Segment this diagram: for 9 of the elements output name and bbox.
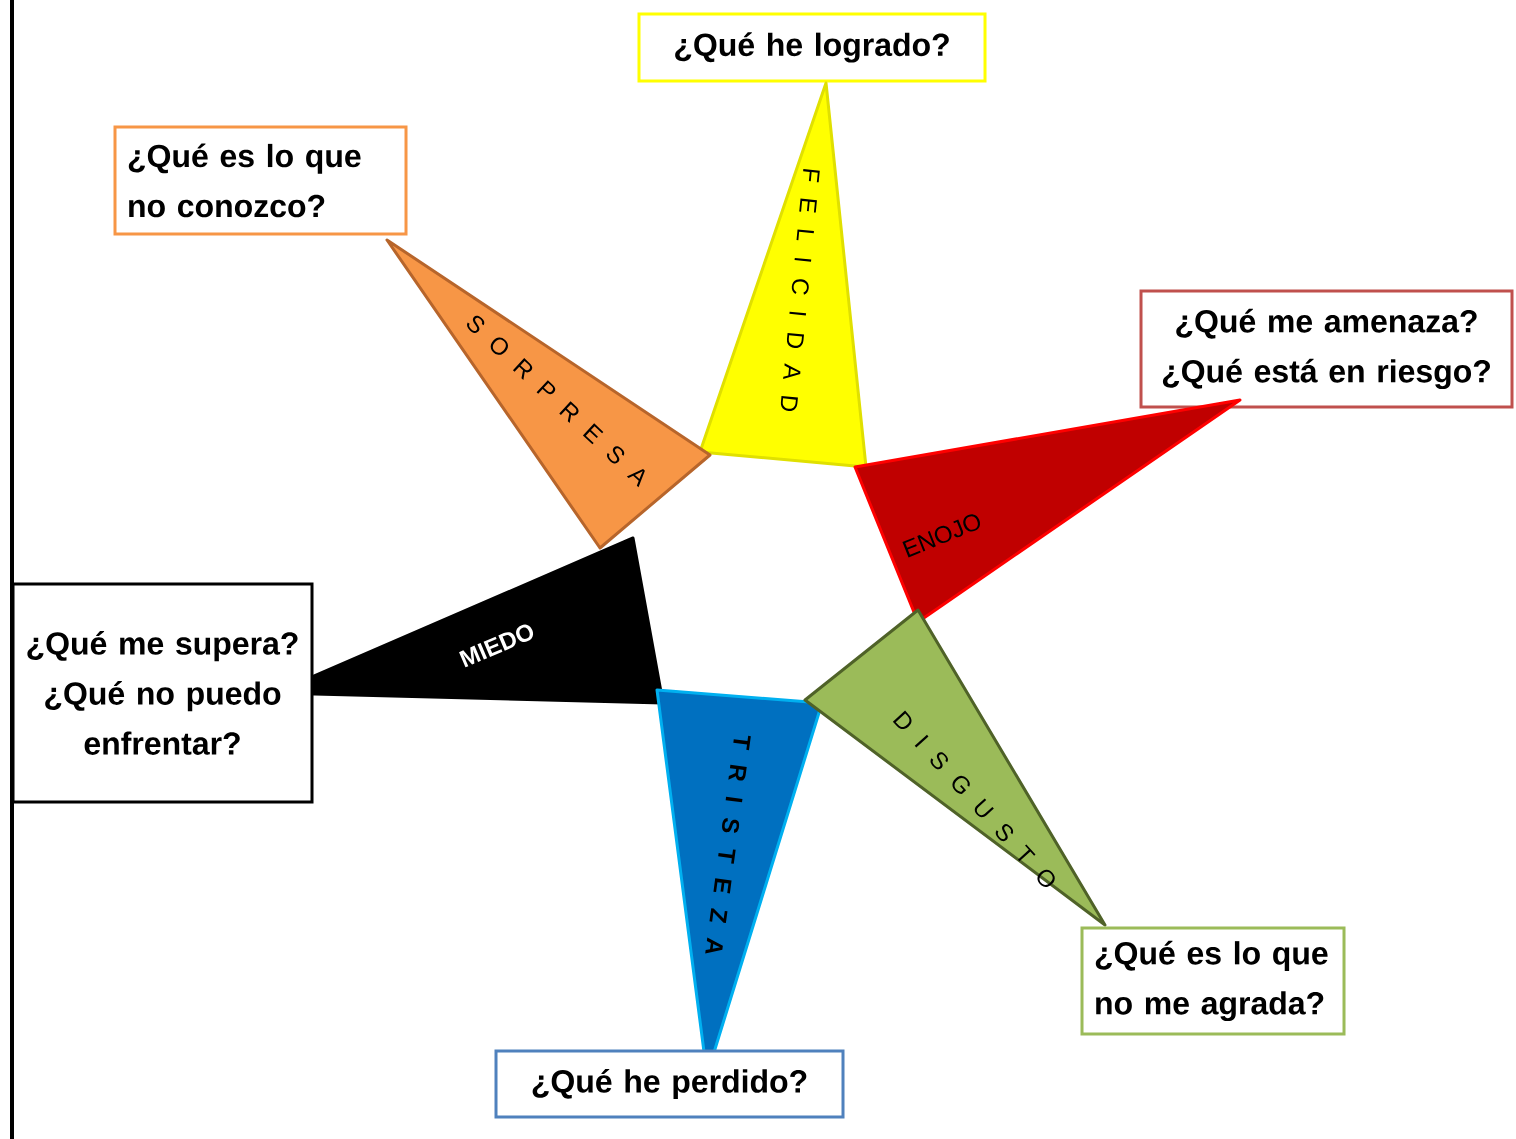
question-box: ¿Qué me supera? ¿Qué no puedo enfrentar? xyxy=(11,582,314,804)
question-box: ¿Qué he logrado? xyxy=(637,12,987,83)
question-box: ¿Qué es lo que no me agrada? xyxy=(1080,926,1346,1036)
star-point: S O R P R E S A xyxy=(385,238,712,550)
question-box: ¿Qué he perdido? xyxy=(494,1049,845,1119)
star-point: D I S G U S T O xyxy=(803,608,1107,927)
question-box: ¿Qué me amenaza? ¿Qué está en riesgo? xyxy=(1139,289,1514,409)
star-point: F E L I C I D A D xyxy=(698,81,868,469)
question-box: ¿Qué es lo que no conozco? xyxy=(113,125,408,236)
